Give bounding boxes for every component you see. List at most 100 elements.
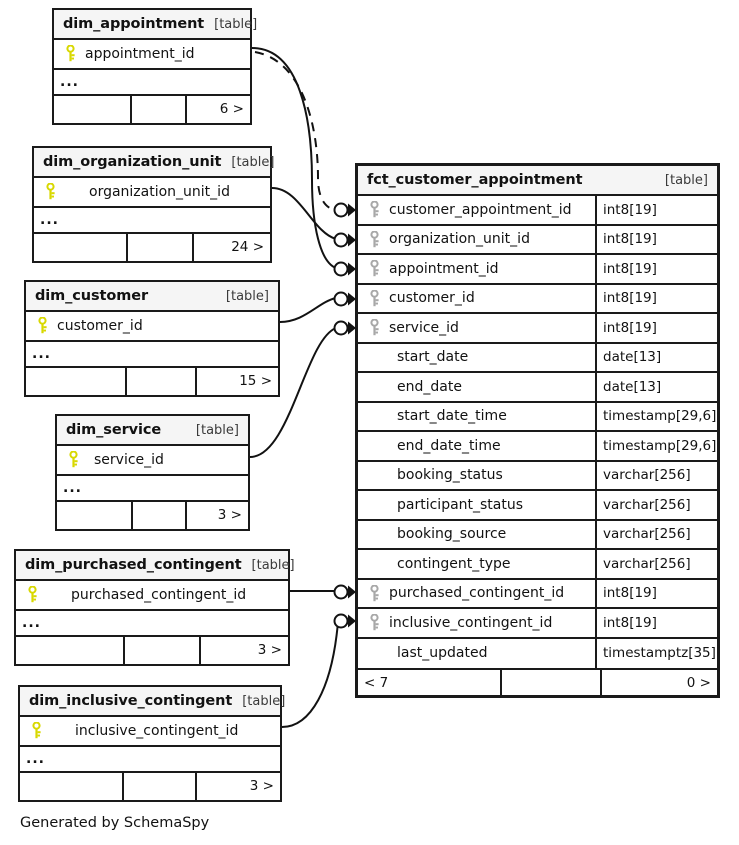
table-row[interactable]: inclusive_contingent_id [20, 717, 280, 747]
column-name: customer_appointment_id [389, 201, 572, 218]
table-row[interactable]: contingent_type varchar[256] [358, 550, 717, 580]
column-type: date[13] [603, 349, 662, 366]
table-header: fct_customer_appointment [table] [358, 166, 717, 196]
column-cell: organization_unit_id [34, 178, 270, 206]
foreign-key-icon [365, 260, 383, 277]
column-cell: contingent_type [358, 550, 597, 578]
edge-dim-inclusive-contingent [281, 621, 339, 728]
table-title: dim_service [66, 422, 162, 438]
column-name: purchased_contingent_id [389, 585, 565, 602]
column-name: customer_id [57, 317, 143, 334]
footer-parent-count[interactable]: < 7 [358, 670, 502, 695]
column-name: participant_status [397, 496, 524, 513]
footer-left [16, 636, 125, 664]
footer-mid [128, 233, 195, 261]
column-cell: purchased_contingent_id [16, 581, 288, 609]
column-type: int8[19] [603, 290, 657, 307]
table-type-tag: [table] [242, 693, 286, 709]
table-dim-organization-unit[interactable]: dim_organization_unit [table] organizati… [32, 146, 274, 263]
column-cell: last_updated [358, 638, 597, 668]
table-row[interactable]: last_updated timestamptz[35] [358, 638, 717, 668]
column-name: organization_unit_id [389, 231, 530, 248]
footer-related-count[interactable]: 3 > [249, 778, 274, 794]
table-dim-inclusive-contingent[interactable]: dim_inclusive_contingent [table] inclusi… [18, 685, 286, 802]
table-row[interactable]: customer_appointment_id int8[19] [358, 196, 717, 226]
table-row[interactable]: service_id [57, 446, 248, 476]
endpoint-appointment-id [333, 261, 356, 277]
table-fct-customer-appointment[interactable]: fct_customer_appointment [table] custome… [355, 163, 720, 698]
footer-mid [132, 95, 188, 123]
more-columns-indicator: ... [54, 69, 250, 96]
column-type: varchar[256] [603, 555, 691, 572]
table-footer: 6 > [54, 95, 250, 123]
column-cell: customer_appointment_id [358, 196, 597, 224]
table-row[interactable]: appointment_id [54, 40, 250, 70]
column-type: int8[19] [603, 201, 657, 218]
edge-dim-customer [279, 297, 337, 323]
endpoint-organization-unit-id [333, 232, 356, 248]
foreign-key-icon [365, 319, 383, 336]
column-type: timestamptz[35] [603, 645, 716, 662]
endpoint-purchased-contingent-id [333, 584, 356, 600]
footer-related-count[interactable]: 3 > [257, 642, 282, 658]
table-title: dim_customer [35, 288, 149, 304]
table-header: dim_organization_unit [table] [34, 148, 274, 178]
column-name: last_updated [397, 645, 488, 662]
edge-endpoint-group [333, 202, 356, 629]
footer-related-count[interactable]: 24 > [231, 239, 264, 255]
table-dim-customer[interactable]: dim_customer [table] customer_id ... 15 … [24, 280, 280, 397]
endpoint-customer-id [333, 291, 356, 307]
table-title: dim_inclusive_contingent [29, 693, 233, 709]
table-footer: 3 > [57, 501, 248, 529]
more-columns-indicator: ... [57, 475, 248, 502]
column-name: customer_id [389, 290, 475, 307]
footer-related-count[interactable]: 6 > [219, 101, 244, 117]
table-type-tag: [table] [251, 557, 295, 573]
table-dim-appointment[interactable]: dim_appointment [table] appointment_id .… [52, 8, 257, 125]
column-name: booking_status [397, 467, 503, 484]
column-name: booking_source [397, 526, 507, 543]
table-footer: 3 > [20, 772, 280, 800]
table-type-tag: [table] [195, 422, 239, 438]
column-cell: booking_status [358, 461, 597, 489]
column-name: organization_unit_id [89, 183, 230, 200]
footer-related-count[interactable]: 15 > [239, 373, 272, 389]
column-name: inclusive_contingent_id [389, 614, 553, 631]
table-row[interactable]: customer_id [26, 312, 278, 342]
table-footer: 24 > [34, 233, 270, 261]
table-dim-purchased-contingent[interactable]: dim_purchased_contingent [table] purchas… [14, 549, 295, 666]
footer-related-count[interactable]: 3 > [217, 507, 242, 523]
table-row[interactable]: customer_id int8[19] [358, 284, 717, 314]
column-cell: service_id [57, 446, 248, 474]
column-type: int8[19] [603, 319, 657, 336]
table-title: dim_organization_unit [43, 154, 222, 170]
table-row[interactable]: organization_unit_id [34, 178, 270, 208]
footer-child-count[interactable]: 0 > [686, 674, 711, 691]
table-row[interactable]: purchased_contingent_id [16, 581, 288, 611]
column-name: appointment_id [389, 260, 499, 277]
footer-mid [133, 501, 187, 529]
footer-mid [502, 670, 603, 695]
more-columns-indicator: ... [34, 207, 270, 234]
more-columns-indicator: ... [20, 746, 280, 773]
column-type: date[13] [603, 378, 662, 395]
column-name: appointment_id [85, 45, 195, 62]
table-dim-service[interactable]: dim_service [table] service_id ... 3 > [55, 414, 250, 531]
edge-dim-organization-unit [271, 187, 337, 240]
footer-left [57, 501, 134, 529]
table-title: fct_customer_appointment [367, 172, 583, 188]
foreign-key-icon [365, 230, 383, 248]
